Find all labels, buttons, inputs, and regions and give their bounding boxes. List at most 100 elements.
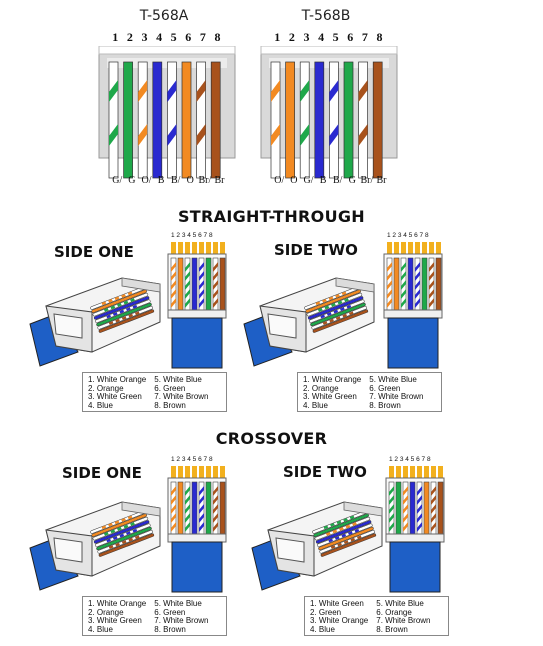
front-wire	[407, 257, 414, 311]
wire-code: B/	[332, 175, 343, 186]
legend-item: 7. White Brown	[154, 392, 209, 402]
front-wire	[177, 257, 184, 311]
co-side-one-label: SIDE ONE	[62, 464, 142, 482]
gold-pin	[424, 466, 429, 480]
wire	[181, 61, 192, 179]
legend-right-col: 5. White Blue 6. Green 7. White Brown 8.…	[154, 599, 209, 633]
front-wire	[205, 257, 212, 311]
gold-pin	[387, 242, 392, 256]
plug-wire-stripe	[330, 534, 364, 549]
plug-wire-stripe	[325, 521, 359, 536]
plug-wire-stripe	[108, 534, 142, 549]
plug-wire-fill	[308, 296, 363, 320]
wire-code: G	[348, 175, 356, 186]
wire-code: Br/	[198, 175, 212, 186]
front-wire-stripe	[199, 504, 204, 514]
front-wire	[435, 257, 442, 311]
legend-item: 1. White Orange	[303, 375, 362, 384]
gold-pin	[429, 242, 434, 256]
front-wire-stripe	[417, 495, 422, 505]
legend-item: 4. Blue	[88, 624, 113, 634]
front-wire-stripe	[213, 298, 218, 308]
plug-wire-fill	[313, 514, 369, 537]
legend-item: 2. Orange	[88, 383, 124, 393]
gold-pin	[213, 242, 218, 256]
gold-pin	[178, 466, 183, 480]
pin-number: 7	[361, 30, 368, 44]
wire-code: O/	[274, 175, 285, 186]
connector-top-edge	[98, 46, 236, 55]
connector-crimp	[167, 309, 227, 319]
wire-code: B/	[170, 175, 181, 186]
cable-jacket-front	[171, 317, 223, 369]
co-side-one-pin-labels: 1 2 3 4 5 6 7 8	[171, 456, 213, 463]
plug-wire-fill	[94, 520, 149, 544]
gold-pin	[436, 242, 441, 256]
pin-number: 5	[332, 30, 339, 44]
front-wire-stripe	[199, 271, 204, 281]
front-wire-stripe	[171, 486, 176, 496]
front-wire	[421, 257, 428, 311]
front-wire	[191, 257, 198, 311]
gold-pin	[403, 466, 408, 480]
plug-wire-fill	[96, 303, 152, 326]
pin-number: 6	[347, 30, 354, 44]
gold-pin	[220, 242, 225, 256]
plug-wire-stripe	[103, 297, 137, 312]
plug-wire-stripe	[322, 310, 356, 325]
pin-number: 5	[170, 30, 177, 44]
front-wire	[393, 257, 400, 311]
wire-code: B	[157, 175, 165, 186]
wire	[196, 61, 206, 179]
legend-item: 7. White Brown	[154, 616, 209, 626]
wire	[152, 61, 163, 179]
cable-jacket-front	[389, 541, 441, 593]
front-wire-stripe	[429, 271, 434, 281]
front-wire-stripe	[415, 280, 420, 290]
pin-number: 4	[318, 30, 325, 44]
gold-pin	[438, 466, 443, 480]
plug-wire-fill	[94, 296, 149, 320]
front-wire-stripe	[171, 522, 176, 532]
front-wire-stripe	[199, 486, 204, 496]
legend-right-col: 5. White Blue 6. Orange 7. White Brown 8…	[376, 599, 430, 633]
legend-item: 5. White Blue	[369, 375, 417, 384]
front-wire-stripe	[185, 298, 190, 308]
legend-item: 5. White Blue	[376, 599, 424, 608]
gold-pin	[410, 466, 415, 480]
front-wire-stripe	[213, 262, 218, 272]
wire-code: G/	[112, 175, 123, 186]
front-wire-stripe	[403, 522, 408, 532]
front-wire-stripe	[213, 486, 218, 496]
co-side-one-connector-front	[167, 466, 227, 593]
front-wire-stripe	[185, 262, 190, 272]
front-wire-stripe	[431, 486, 436, 496]
front-wire-stripe	[401, 271, 406, 281]
front-wire	[395, 481, 402, 535]
plug-wire-fill	[96, 527, 152, 550]
front-wire	[219, 257, 226, 311]
front-wire-stripe	[171, 262, 176, 272]
legend-item: 1. White Orange	[88, 599, 147, 608]
front-wire-stripe	[199, 298, 204, 308]
front-wire-stripe	[213, 522, 218, 532]
wire	[123, 61, 133, 179]
pin-number: 7	[199, 30, 206, 44]
front-wire	[437, 481, 444, 535]
gold-pin	[220, 466, 225, 480]
legend-item: 3. White Orange	[310, 616, 369, 626]
st-side-two-legend: 1. White Orange 2. Orange 3. White Green…	[297, 372, 442, 412]
t568a-connector-diagram	[98, 46, 236, 179]
gold-pin	[389, 466, 394, 480]
plug-wire-stripe	[328, 528, 362, 543]
st-side-two-label: SIDE TWO	[274, 241, 358, 259]
wire-code: G/	[303, 175, 314, 186]
front-wire-stripe	[171, 289, 176, 299]
gold-pin	[199, 466, 204, 480]
front-wire-stripe	[431, 504, 436, 514]
connector-top-edge	[260, 46, 398, 55]
front-wire-stripe	[429, 280, 434, 290]
front-wire-stripe	[171, 271, 176, 281]
